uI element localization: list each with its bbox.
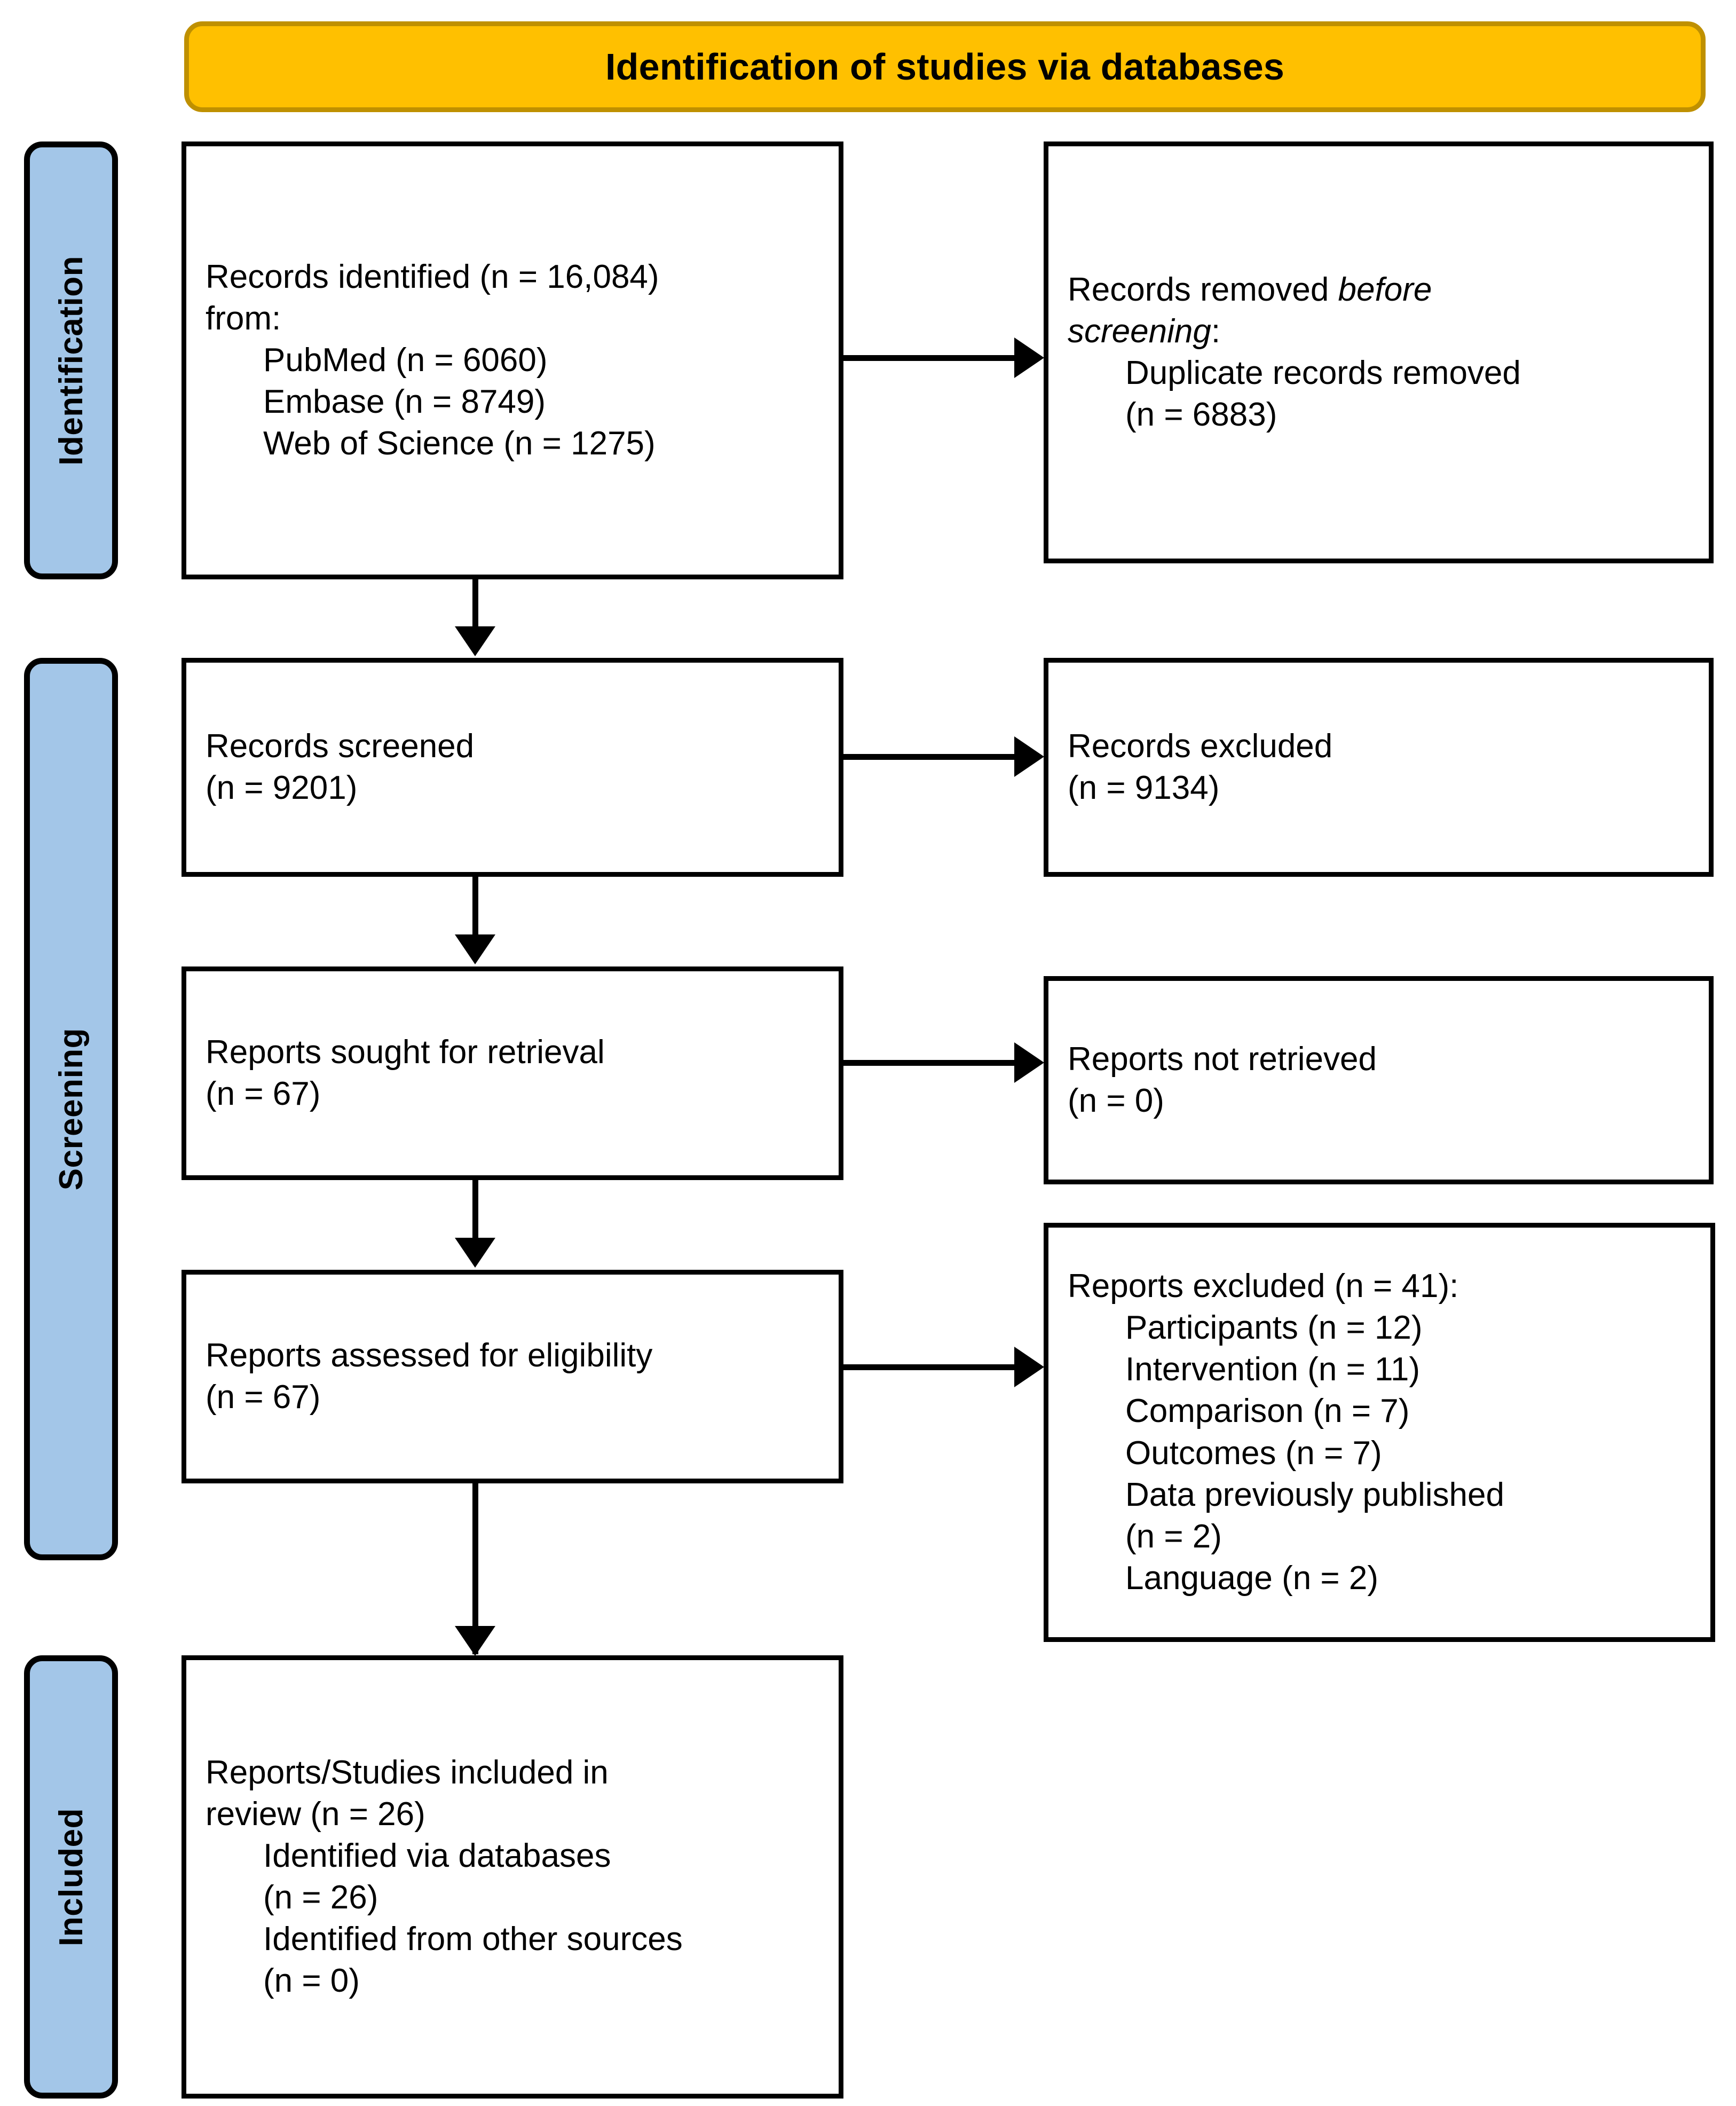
arrow-assessed-to-included-head-icon [455,1626,495,1656]
reports-excluded-reason-data-published-count: (n = 2) [1125,1518,1222,1555]
records-screened-line1: Records screened [206,727,475,765]
reports-not-retrieved-line2: (n = 0) [1068,1082,1164,1119]
reports-excluded-reason-language: Language (n = 2) [1125,1559,1378,1597]
stage-bar-identification: Identification [24,142,118,579]
stage-label-included: Included [52,1808,90,1946]
records-excluded-line1: Records excluded [1068,727,1333,765]
box-studies-included: Reports/Studies included in review (n = … [182,1655,843,2099]
records-removed-line2-italic: screening [1068,312,1211,350]
records-identified-line1: Records identified (n = 16,084) [206,258,659,295]
diagram-header-banner: Identification of studies via databases [184,21,1706,112]
records-removed-line2-suffix: : [1211,312,1221,350]
arrow-sought-to-not-retrieved-line [843,1060,1014,1066]
records-removed-line1-italic: before [1338,271,1432,308]
records-removed-line1-prefix: Records removed [1068,271,1338,308]
studies-included-detail-databases: Identified via databases [263,1837,611,1874]
box-records-removed-text: Records removed before screening: Duplic… [1048,269,1709,436]
studies-included-detail-other-sources-count: (n = 0) [263,1962,360,2000]
records-removed-line2: screening: [1068,311,1693,352]
arrow-screened-to-excluded-line [843,754,1014,760]
box-reports-sought: Reports sought for retrieval (n = 67) [182,966,843,1180]
records-identified-source-embase: Embase (n = 8749) [263,383,546,421]
arrow-sought-to-not-retrieved-head-icon [1014,1042,1044,1083]
diagram-title: Identification of studies via databases [605,45,1284,88]
box-records-removed: Records removed before screening: Duplic… [1044,142,1714,563]
box-reports-sought-text: Reports sought for retrieval (n = 67) [186,1032,839,1115]
arrow-identified-to-screened-head-icon [455,626,495,656]
arrow-identified-to-screened-line [472,579,478,627]
arrow-assessed-to-excluded-head-icon [1014,1347,1044,1387]
stage-label-identification: Identification [52,255,90,466]
reports-sought-line1: Reports sought for retrieval [206,1033,605,1071]
reports-assessed-line1: Reports assessed for eligibility [206,1337,653,1374]
box-reports-assessed-text: Reports assessed for eligibility (n = 67… [186,1335,839,1418]
arrow-sought-to-assessed-line [472,1180,478,1239]
records-excluded-line2: (n = 9134) [1068,769,1220,806]
box-reports-excluded: Reports excluded (n = 41): Participants … [1044,1223,1715,1642]
records-removed-line1: Records removed before [1068,269,1693,311]
stage-label-screening: Screening [52,1027,90,1191]
studies-included-detail-other-sources: Identified from other sources [263,1921,683,1958]
box-records-screened: Records screened (n = 9201) [182,658,843,877]
box-reports-not-retrieved-text: Reports not retrieved (n = 0) [1048,1039,1709,1122]
reports-not-retrieved-line1: Reports not retrieved [1068,1040,1377,1078]
reports-excluded-line1: Reports excluded (n = 41): [1068,1268,1459,1305]
reports-excluded-reason-outcomes: Outcomes (n = 7) [1125,1434,1382,1472]
records-identified-line2: from: [206,300,281,337]
reports-excluded-reason-data-published: Data previously published [1125,1476,1504,1513]
box-records-identified: Records identified (n = 16,084) from: Pu… [182,142,843,579]
records-removed-detail2: (n = 6883) [1125,396,1277,434]
studies-included-detail-databases-count: (n = 26) [263,1879,378,1916]
box-records-excluded: Records excluded (n = 9134) [1044,658,1714,877]
arrow-identified-to-removed-head-icon [1014,337,1044,378]
arrow-screened-to-sought-head-icon [455,934,495,964]
box-records-identified-text: Records identified (n = 16,084) from: Pu… [186,256,839,465]
reports-sought-line2: (n = 67) [206,1075,321,1112]
records-screened-line2: (n = 9201) [206,769,358,806]
arrow-assessed-to-included-line [472,1483,478,1654]
arrow-sought-to-assessed-head-icon [455,1238,495,1268]
arrow-screened-to-excluded-head-icon [1014,736,1044,777]
arrow-assessed-to-excluded-line [843,1364,1014,1370]
records-identified-source-pubmed: PubMed (n = 6060) [263,341,548,379]
records-identified-source-wos: Web of Science (n = 1275) [263,425,656,462]
arrow-screened-to-sought-line [472,877,478,936]
reports-assessed-line2: (n = 67) [206,1379,321,1416]
reports-excluded-reason-comparison: Comparison (n = 7) [1125,1393,1410,1430]
studies-included-line1: Reports/Studies included in [206,1754,609,1791]
box-records-screened-text: Records screened (n = 9201) [186,726,839,809]
records-removed-detail1: Duplicate records removed [1125,355,1521,391]
box-reports-assessed: Reports assessed for eligibility (n = 67… [182,1270,843,1483]
reports-excluded-reason-intervention: Intervention (n = 11) [1125,1351,1421,1388]
arrow-identified-to-removed-line [843,355,1014,361]
stage-bar-screening: Screening [24,658,118,1560]
box-reports-not-retrieved: Reports not retrieved (n = 0) [1044,976,1714,1184]
box-records-excluded-text: Records excluded (n = 9134) [1048,726,1709,809]
stage-bar-included: Included [24,1655,118,2099]
box-reports-excluded-text: Reports excluded (n = 41): Participants … [1048,1266,1710,1599]
box-studies-included-text: Reports/Studies included in review (n = … [186,1752,839,2002]
reports-excluded-reason-participants: Participants (n = 12) [1125,1309,1423,1347]
studies-included-line2: review (n = 26) [206,1795,425,1833]
